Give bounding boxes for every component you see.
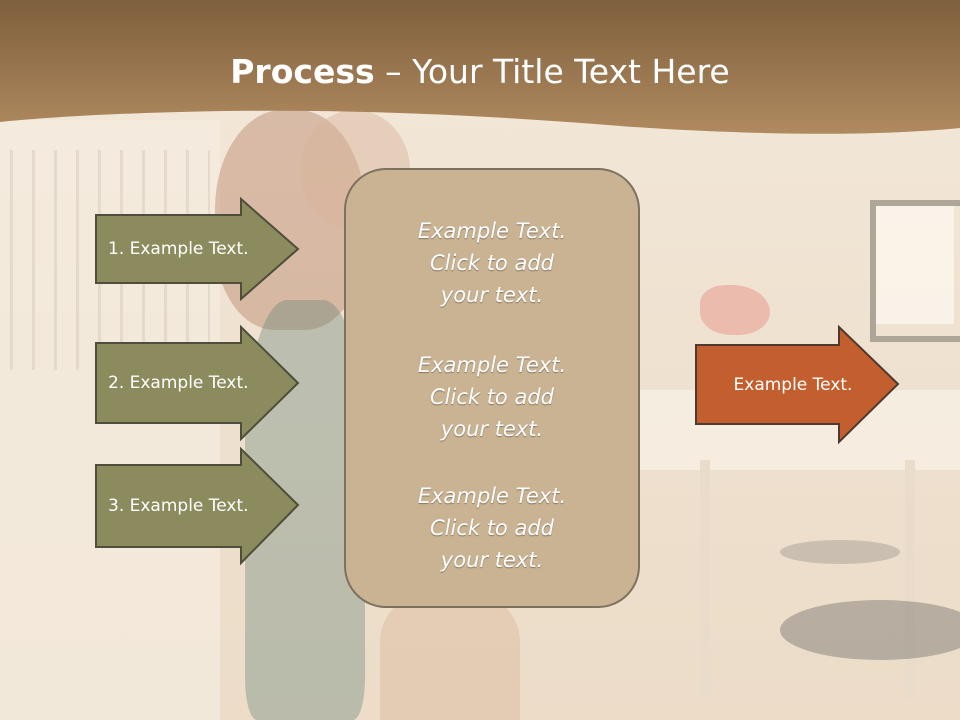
center-text-block-2[interactable]: Example Text. Click to add your text.: [346, 349, 638, 445]
title-rest: – Your Title Text Here: [374, 52, 730, 91]
bg-figure-legs: [380, 590, 520, 720]
bg-chair: [780, 540, 900, 564]
block-line: Example Text.: [417, 484, 567, 508]
center-text-block-1[interactable]: Example Text. Click to add your text.: [346, 215, 638, 311]
bg-window-frame: [870, 200, 960, 342]
header-wave: [0, 0, 960, 134]
arrow-shape: [95, 324, 300, 442]
center-text-block-3[interactable]: Example Text. Click to add your text.: [346, 480, 638, 576]
block-line: Example Text.: [417, 219, 567, 243]
arrow-shape: [95, 446, 300, 566]
result-arrow[interactable]: Example Text.: [695, 324, 900, 445]
block-line: Example Text.: [417, 353, 567, 377]
bg-table-leg: [905, 460, 915, 700]
title-bold: Process: [230, 52, 375, 91]
step-arrow-3[interactable]: 3. Example Text.: [95, 446, 300, 566]
block-line: Click to add: [429, 251, 554, 275]
arrow-shape: [95, 196, 300, 302]
step-label-1: 1. Example Text.: [108, 239, 249, 259]
bg-chair: [780, 600, 960, 660]
bg-window-light: [876, 206, 954, 324]
slide-title[interactable]: Process – Your Title Text Here: [0, 52, 960, 91]
step-label-2: 2. Example Text.: [108, 373, 249, 393]
arrow-shape: [695, 324, 900, 445]
block-line: your text.: [440, 417, 544, 441]
step-arrow-1[interactable]: 1. Example Text.: [95, 196, 300, 302]
bg-table-leg: [700, 460, 710, 700]
result-label: Example Text.: [733, 375, 853, 395]
step-label-3: 3. Example Text.: [108, 496, 249, 516]
step-arrow-2[interactable]: 2. Example Text.: [95, 324, 300, 442]
bg-lamp: [700, 285, 770, 335]
block-line: Click to add: [429, 516, 554, 540]
header-band: Process – Your Title Text Here: [0, 0, 960, 140]
block-line: your text.: [440, 283, 544, 307]
block-line: your text.: [440, 548, 544, 572]
block-line: Click to add: [429, 385, 554, 409]
center-content-box[interactable]: Example Text. Click to add your text. Ex…: [344, 168, 640, 608]
